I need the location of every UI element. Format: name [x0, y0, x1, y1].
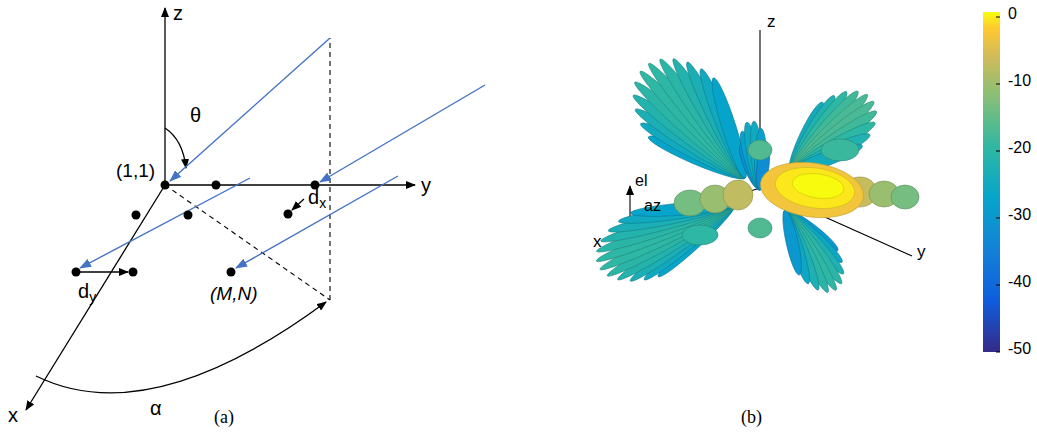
beam-lobe — [779, 208, 814, 285]
spacing-label: dy — [78, 280, 96, 303]
colorbar-ticks — [996, 17, 1000, 352]
dashed-line — [329, 38, 330, 300]
angle-label: α — [150, 397, 162, 420]
beam-lobe — [780, 207, 833, 295]
element-dot — [132, 211, 141, 220]
beam-pattern — [594, 55, 919, 295]
theta-arc — [165, 128, 186, 168]
beam-lobe — [748, 218, 772, 238]
beam-lobe — [655, 55, 751, 182]
wave-ray — [236, 176, 398, 268]
element-dot — [129, 268, 138, 277]
dx-arrow — [292, 199, 304, 210]
tick-mark — [996, 218, 1000, 219]
element-dot — [284, 210, 293, 219]
x-axis — [26, 185, 165, 410]
panel-label: (b) — [741, 407, 762, 428]
tick-mark — [996, 285, 1000, 286]
spacing-label: dx — [308, 186, 326, 209]
tick-label: -10 — [1008, 72, 1031, 90]
beam-lobe — [667, 55, 751, 181]
axis-label: z — [173, 2, 183, 25]
wave-ray — [80, 178, 250, 268]
tick-label: 0 — [1008, 5, 1017, 23]
element-dot — [184, 211, 193, 220]
tick-label: -30 — [1008, 206, 1031, 224]
element-index: (1,1) — [116, 160, 155, 182]
alpha-arc — [36, 302, 326, 393]
tick-label: -40 — [1008, 273, 1031, 291]
angle-label: θ — [190, 104, 201, 127]
main-lobe — [791, 170, 846, 201]
dashed-line — [165, 185, 330, 300]
z-axis — [164, 8, 165, 185]
tick-label: -20 — [1008, 139, 1031, 157]
axis-label: el — [635, 172, 647, 190]
tick-label: -50 — [1008, 340, 1031, 358]
beam-lobe — [891, 185, 919, 209]
beam-lobe — [748, 140, 772, 160]
colorbar — [983, 12, 1000, 352]
dy-arrow — [76, 271, 128, 272]
y-axis — [165, 184, 415, 185]
beam-lobe — [723, 180, 753, 210]
axes-a — [26, 8, 415, 410]
tick-mark — [996, 352, 1000, 353]
axis-label: y — [421, 174, 431, 197]
axis-label: x — [8, 404, 18, 427]
axis-label: y — [917, 242, 926, 262]
panel-label: (a) — [214, 407, 234, 428]
element-dot — [161, 181, 170, 190]
element-dot — [227, 268, 236, 277]
tick-mark — [996, 151, 1000, 152]
beam-lobe — [681, 59, 751, 181]
wave-ray — [320, 85, 485, 182]
element-dot — [212, 181, 221, 190]
element-index: (M,N) — [210, 283, 257, 305]
wave-ray — [170, 38, 330, 181]
element-dot — [72, 268, 81, 277]
axis-label: az — [644, 197, 661, 215]
tick-mark — [996, 17, 1000, 18]
axis-label: x — [593, 232, 602, 252]
beam-lobe — [682, 225, 718, 245]
main-lobe — [757, 156, 868, 224]
axis-label: z — [767, 12, 776, 32]
beam-lobe — [779, 209, 805, 277]
tick-mark — [996, 84, 1000, 85]
beam-lobe — [779, 208, 823, 293]
beam-lobe — [821, 139, 859, 161]
incident-waves — [80, 38, 485, 268]
main-lobe — [773, 163, 858, 214]
array-elements — [72, 181, 320, 277]
